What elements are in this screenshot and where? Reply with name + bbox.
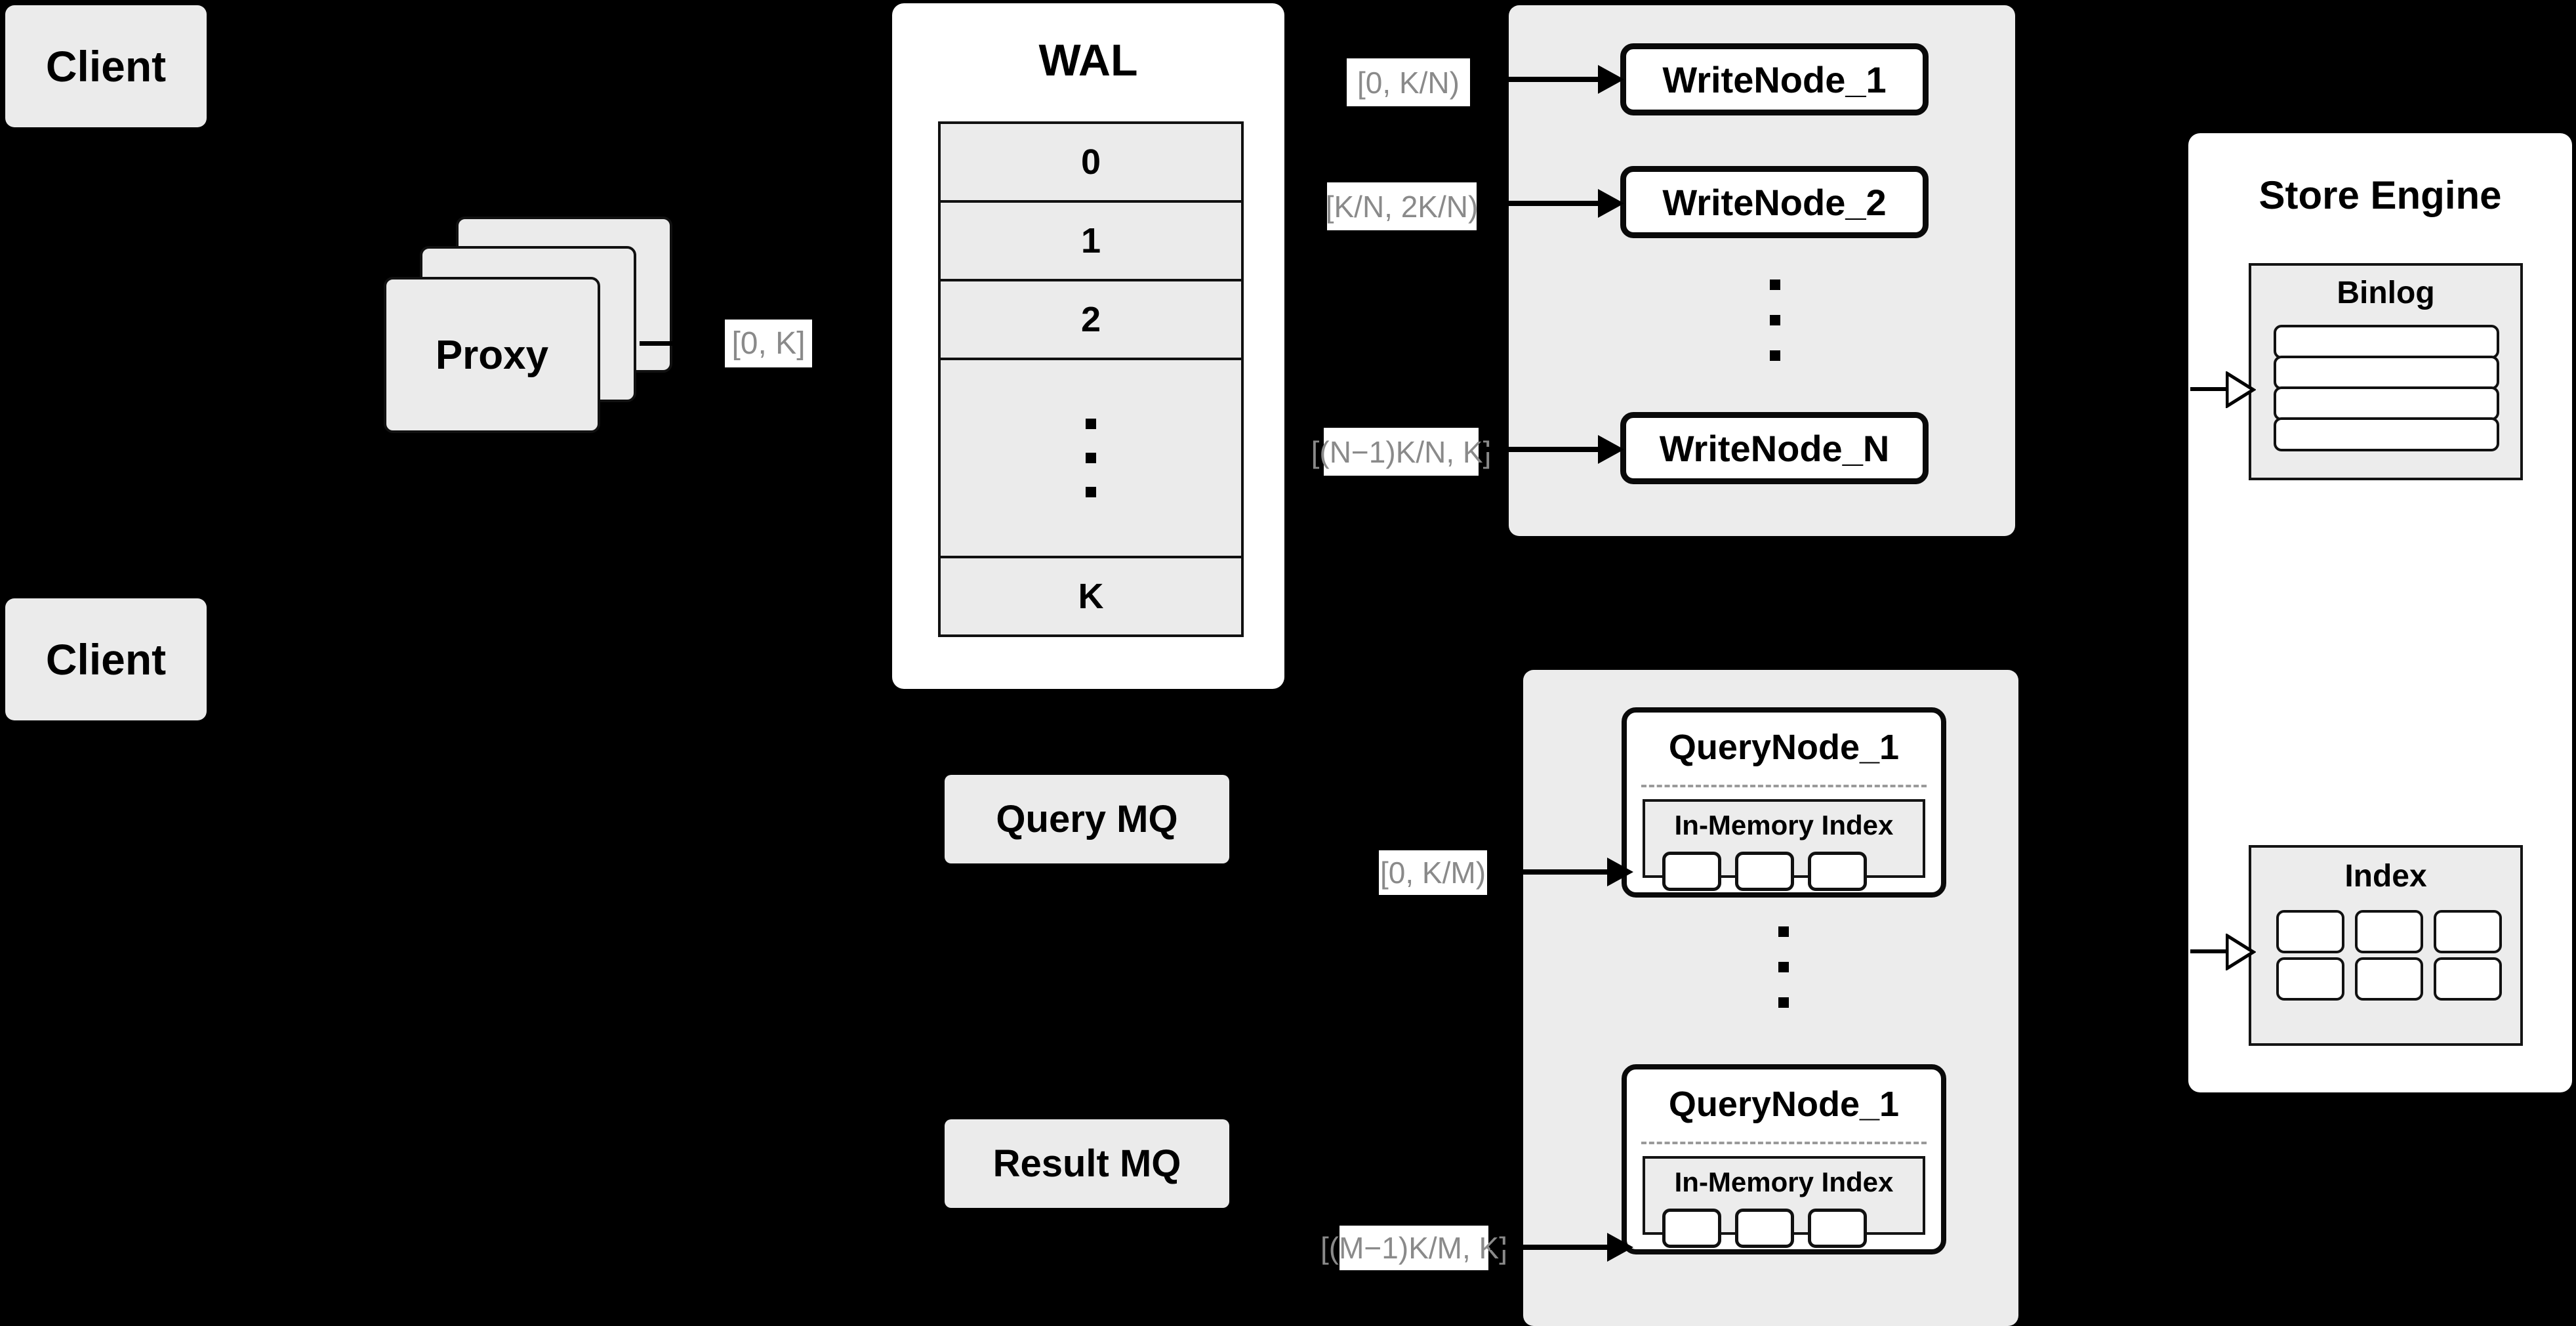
ellipsis-dot [1770, 280, 1780, 290]
binlog-row [2274, 386, 2499, 421]
query-mq-label: Query MQ [996, 798, 1178, 840]
ellipsis-dot [1770, 350, 1780, 361]
write-node-2[interactable]: WriteNode_2 [1620, 166, 1929, 238]
wal-row-k: K [941, 558, 1241, 634]
query-node-1-divider [1641, 785, 1927, 787]
wal-row-ellipsis [941, 360, 1241, 558]
index-chip [1662, 852, 1721, 891]
query-node-2-inmemory-index: In-Memory Index [1643, 1156, 1925, 1248]
range-label-query-m: [(M−1)K/M, K] [1320, 1226, 1507, 1270]
arrow-line-query-1 [1490, 869, 1615, 875]
proxy-card-front: Proxy [384, 277, 600, 433]
wal-container: WAL 0 1 2 K [892, 3, 1284, 689]
index-chip [2276, 957, 2344, 1001]
index-panel: Index [2249, 845, 2523, 1046]
client-box-2[interactable]: Client [5, 598, 207, 720]
query-node-2[interactable]: QueryNode_1 In-Memory Index [1622, 1064, 1946, 1254]
wal-row-0: 0 [941, 124, 1241, 203]
range-text-proxy-to-wal: [0, K] [731, 326, 806, 361]
binlog-row [2274, 417, 2499, 451]
result-mq-box[interactable]: Result MQ [945, 1119, 1229, 1208]
ellipsis-dot [1778, 997, 1789, 1008]
write-node-2-label: WriteNode_2 [1662, 181, 1887, 223]
ellipsis-dot [1086, 419, 1096, 429]
query-node-1[interactable]: QueryNode_1 In-Memory Index [1622, 707, 1946, 898]
ellipsis-dot [1778, 962, 1789, 972]
range-label-proxy-to-wal: [0, K] [725, 320, 812, 367]
arrow-head-to-index [2226, 934, 2256, 970]
index-chip [1662, 1209, 1721, 1248]
client-box-1[interactable]: Client [5, 5, 207, 127]
query-node-2-title: QueryNode_1 [1668, 1085, 1900, 1124]
client-label-2: Client [45, 635, 167, 684]
query-node-cluster: QueryNode_1 In-Memory Index QueryNode_1 … [1523, 670, 2018, 1326]
index-chip [2355, 957, 2423, 1001]
arrow-line-write-n [1481, 447, 1606, 452]
write-node-ellipsis [1770, 280, 1780, 361]
binlog-panel: Binlog [2249, 263, 2523, 480]
range-label-query-1: [0, K/M) [1379, 850, 1487, 895]
index-chip [1735, 1209, 1794, 1248]
write-node-1-label: WriteNode_1 [1662, 58, 1887, 100]
arrow-head-write-2 [1598, 189, 1624, 218]
arrow-line-write-1 [1481, 77, 1606, 82]
index-title: Index [2344, 859, 2427, 894]
binlog-row [2274, 325, 2499, 359]
arrow-line-query-m [1490, 1245, 1615, 1250]
arrow-head-write-1 [1598, 65, 1624, 94]
store-engine-container: Store Engine Binlog Index [2188, 133, 2572, 1092]
ellipsis-dot [1778, 926, 1789, 937]
query-node-1-index-title: In-Memory Index [1674, 810, 1894, 840]
arrow-line-write-2 [1481, 201, 1606, 206]
range-label-write-1: [0, K/N) [1347, 58, 1470, 106]
ellipsis-dot [1770, 315, 1780, 325]
index-chip [2434, 957, 2502, 1001]
write-node-n-label: WriteNode_N [1659, 427, 1890, 469]
arrow-head-to-binlog [2226, 371, 2256, 408]
query-node-2-index-title: In-Memory Index [1674, 1167, 1894, 1197]
index-chip [2276, 910, 2344, 953]
query-node-1-inmemory-index: In-Memory Index [1643, 799, 1925, 891]
ellipsis-dot [1086, 453, 1096, 463]
arrow-line-to-binlog [2190, 387, 2228, 391]
binlog-title: Binlog [2337, 276, 2435, 310]
binlog-row [2274, 356, 2499, 390]
arrow-head-query-1 [1607, 858, 1633, 886]
arrow-head-query-m [1607, 1233, 1633, 1262]
wal-row-2: 2 [941, 281, 1241, 360]
range-label-write-2: [K/N, 2K/N) [1326, 182, 1478, 230]
arrow-line-to-index [2190, 949, 2228, 953]
result-mq-label: Result MQ [992, 1142, 1181, 1185]
wal-table: 0 1 2 K [938, 121, 1244, 637]
store-engine-title: Store Engine [2259, 173, 2502, 217]
wal-title: WAL [1038, 35, 1138, 85]
index-chip [1808, 852, 1867, 891]
client-label-1: Client [45, 42, 167, 91]
query-node-ellipsis [1778, 926, 1789, 1008]
index-chip [2434, 910, 2502, 953]
arrow-head-write-n [1598, 435, 1624, 464]
index-chip [1735, 852, 1794, 891]
ellipsis-dot [1086, 487, 1096, 497]
proxy-connector-line [640, 341, 718, 346]
query-node-2-divider [1641, 1142, 1927, 1144]
proxy-stack[interactable]: Proxy [384, 217, 672, 433]
write-node-1[interactable]: WriteNode_1 [1620, 43, 1929, 115]
wal-row-1: 1 [941, 203, 1241, 281]
index-chip [2355, 910, 2423, 953]
write-node-cluster: WriteNode_1 WriteNode_2 WriteNode_N [1509, 5, 2015, 536]
range-label-write-n: [(N−1)K/N, K] [1311, 428, 1491, 476]
write-node-n[interactable]: WriteNode_N [1620, 412, 1929, 484]
query-mq-box[interactable]: Query MQ [945, 775, 1229, 863]
proxy-label: Proxy [435, 332, 549, 378]
query-node-1-title: QueryNode_1 [1668, 728, 1900, 767]
index-chip [1808, 1209, 1867, 1248]
